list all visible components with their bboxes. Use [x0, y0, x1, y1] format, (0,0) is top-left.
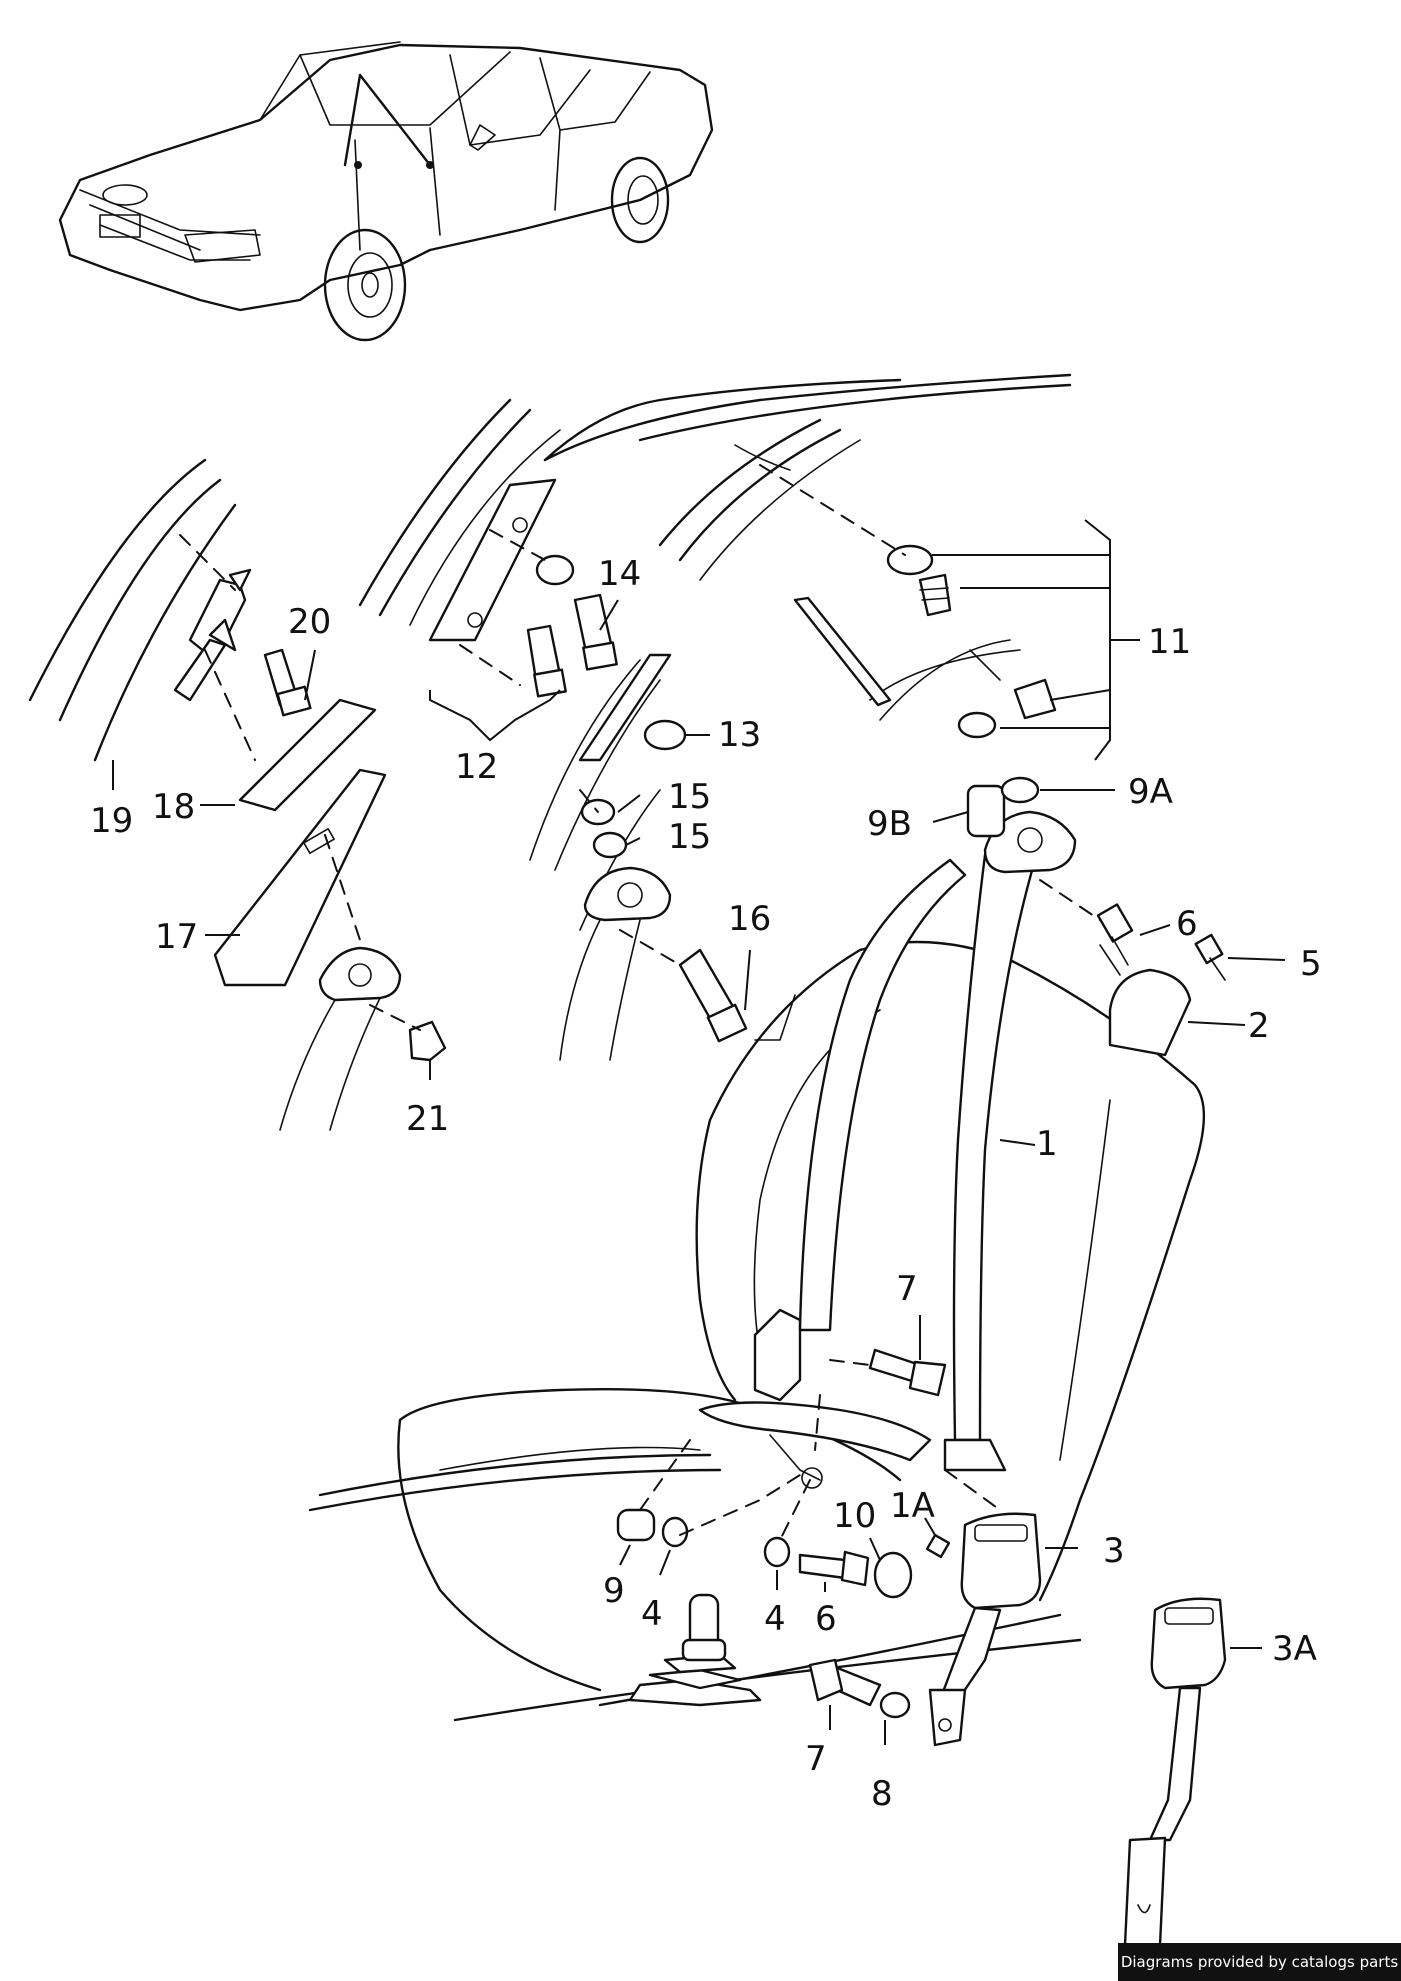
- pillar-trim-12: [428, 478, 618, 698]
- spacer-9: [616, 1508, 656, 1542]
- washer-8: [879, 1691, 911, 1719]
- washer-4-right: [763, 1536, 791, 1568]
- seat-belt-strap: [798, 853, 1037, 1472]
- bolt-20: [263, 648, 312, 717]
- label-part-14: 14: [598, 554, 641, 594]
- bolt-7-lower: [808, 1658, 882, 1707]
- label-part-11: 11: [1148, 622, 1191, 662]
- label-part-15-top: 15: [668, 777, 711, 817]
- label-part-17: 17: [155, 917, 198, 957]
- upper-anchor-right: [966, 776, 1226, 1057]
- bolt-6-lower: [798, 1550, 870, 1587]
- label-part-21: 21: [406, 1099, 449, 1139]
- label-part-1A: 1A: [890, 1486, 935, 1526]
- cap-13: [643, 719, 687, 751]
- label-part-20: 20: [288, 602, 331, 642]
- cover-cap-2: [1108, 968, 1192, 1057]
- label-part-3A: 3A: [1272, 1629, 1317, 1669]
- spacer-15-bottom: [592, 831, 628, 859]
- trim-clips-group-11: [734, 444, 1057, 739]
- plate-18: [238, 698, 377, 812]
- label-part-9B: 9B: [867, 804, 912, 844]
- spacer-9a: [1000, 776, 1040, 804]
- insert-1A: [925, 1533, 951, 1559]
- spacer-sleeve-9b: [966, 784, 1006, 838]
- label-part-4-right: 4: [764, 1599, 786, 1639]
- label-part-5: 5: [1300, 944, 1322, 984]
- screw-5: [1194, 933, 1226, 981]
- label-part-13: 13: [718, 715, 761, 755]
- bolt-12: [526, 624, 567, 698]
- buckle-3A: [1123, 1597, 1227, 1947]
- label-part-2: 2: [1248, 1006, 1270, 1046]
- label-part-7-upper: 7: [896, 1269, 918, 1309]
- bolt-16: [678, 948, 748, 1043]
- leader-lines: [112, 519, 1286, 1745]
- bolt-6-upper: [1096, 903, 1134, 976]
- label-part-4-left: 4: [641, 1594, 663, 1634]
- buckle-3: [960, 1512, 1042, 1610]
- credit-banner: Diagrams provided by catalogs parts: [1118, 1943, 1401, 1981]
- center-anchor-group: [559, 653, 796, 1061]
- assembly-lines: [179, 464, 1101, 1541]
- label-part-12: 12: [455, 747, 498, 787]
- label-part-10: 10: [833, 1496, 876, 1536]
- label-part-7-lower: 7: [805, 1739, 827, 1779]
- label-part-1: 1: [1036, 1124, 1058, 1164]
- label-part-8: 8: [871, 1774, 893, 1814]
- seat-illustration: [308, 940, 1206, 1722]
- label-part-6-upper: 6: [1176, 904, 1198, 944]
- bolt-7-upper: [868, 1348, 947, 1397]
- label-part-16: 16: [728, 899, 771, 939]
- label-part-9: 9: [603, 1571, 625, 1611]
- label-part-6-lower: 6: [815, 1599, 837, 1639]
- nut-21: [408, 1020, 447, 1062]
- label-part-18: 18: [152, 787, 195, 827]
- cap-10: [873, 1551, 913, 1599]
- buckle-group: [616, 1348, 1227, 1947]
- trim-cover-17: [213, 768, 387, 987]
- part-number-labels: 1 1A 2 3 3A 4 4 5 6 6 7 7 8 9 9A 9B 10 1…: [90, 554, 1322, 1814]
- label-part-19: 19: [90, 801, 133, 841]
- car-overview-illustration: [58, 41, 714, 342]
- washer-4-left: [661, 1516, 689, 1548]
- label-part-15-bottom: 15: [668, 817, 711, 857]
- left-anchor-group: [173, 568, 447, 1131]
- bolt-14: [573, 593, 618, 671]
- label-part-9A: 9A: [1128, 772, 1173, 812]
- label-part-3: 3: [1103, 1531, 1125, 1571]
